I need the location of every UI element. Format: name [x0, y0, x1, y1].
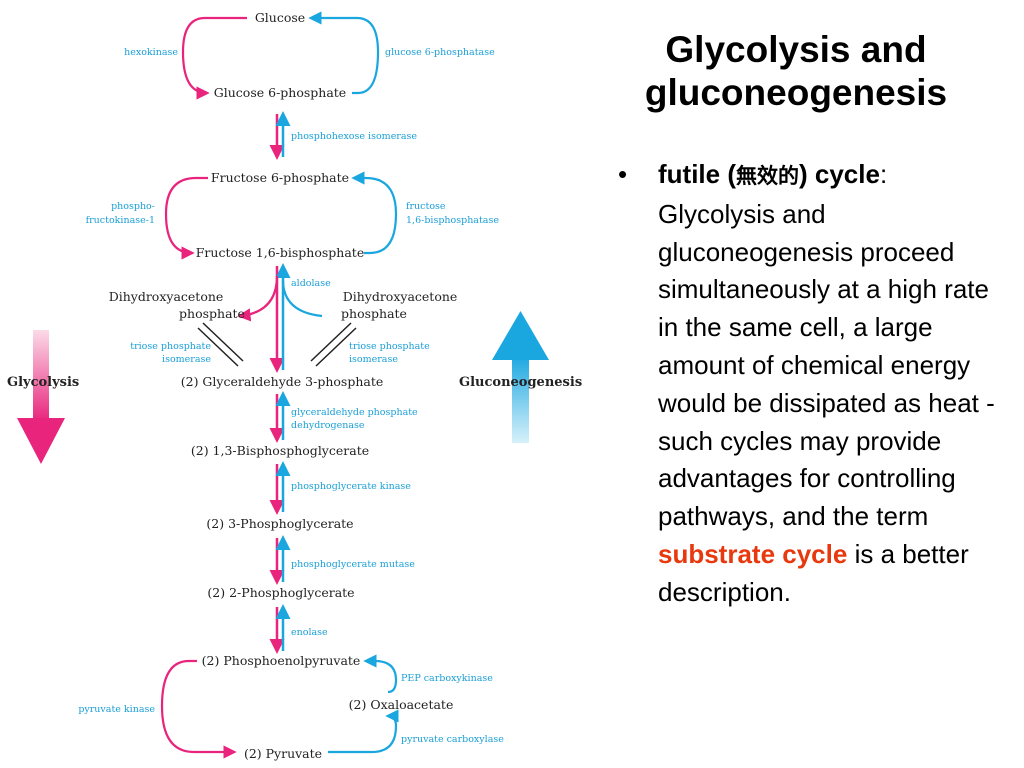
enzyme-pyruvate-kinase: pyruvate kinase	[78, 704, 155, 715]
enzyme-hexokinase: hexokinase	[124, 47, 178, 58]
bullet-body-text: Glycolysis and gluconeogenesis proceed s…	[658, 198, 995, 532]
fbpase-arrow	[351, 171, 398, 255]
enzyme-phosphohexose-isomerase: phosphohexose isomerase	[291, 131, 417, 142]
enzyme-fructose-bisphosphatase-line2: 1,6-bisphosphatase	[406, 215, 499, 226]
metabolite-phosphoenolpyruvate: (2) Phosphoenolpyruvate	[202, 653, 361, 668]
enzyme-triose-phosphate-isomerase-left-line2: isomerase	[162, 354, 211, 365]
enzyme-pyruvate-carboxylase: pyruvate carboxylase	[401, 734, 504, 745]
hexokinase-arrow	[181, 16, 247, 100]
enzyme-enolase: enolase	[291, 627, 328, 638]
enzyme-phosphoglycerate-mutase: phosphoglycerate mutase	[291, 559, 415, 570]
enzyme-phosphoglycerate-kinase: phosphoglycerate kinase	[291, 481, 411, 492]
bullet-dot: •	[618, 159, 628, 189]
glycolysis-label: Glycolysis	[7, 375, 79, 390]
term-futile-pre: futile (	[658, 159, 736, 189]
enzyme-pep-carboxykinase: PEP carboxykinase	[401, 673, 493, 684]
metabolite-oxaloacetate: (2) Oxaloacetate	[349, 697, 454, 712]
metabolite-dhap-right: Dihydroxyacetone	[343, 289, 458, 304]
pep-carboxykinase-arrow	[363, 654, 398, 694]
metabolite-fructose-1-6-bisphosphate: Fructose 1,6-bisphosphate	[196, 245, 364, 260]
metabolite-fructose-6-phosphate: Fructose 6-phosphate	[211, 170, 349, 185]
metabolite-3-phosphoglycerate: (2) 3-Phosphoglycerate	[206, 516, 353, 531]
glycolysis-direction-arrow	[17, 330, 65, 464]
gluconeogenesis-label: Gluconeogenesis	[459, 375, 582, 390]
metabolite-pyruvate: (2) Pyruvate	[244, 746, 322, 761]
pfk-arrow	[164, 176, 208, 260]
metabolite-glucose: Glucose	[255, 10, 305, 25]
enzyme-glucose-6-phosphatase: glucose 6-phosphatase	[385, 47, 495, 58]
term-futile-cjk: 無效的	[736, 165, 799, 188]
metabolite-glyceraldehyde-3-phosphate: (2) Glyceraldehyde 3-phosphate	[181, 374, 384, 389]
gluconeogenesis-direction-arrow	[492, 311, 549, 443]
bullet-paragraph: futile (無效的) cycle: Glycolysis and gluco…	[658, 156, 998, 612]
metabolite-dhap-left: Dihydroxyacetone	[109, 289, 224, 304]
slide-title: Glycolysis and gluconeogenesis	[644, 29, 948, 113]
enzyme-phosphofructokinase-1: phospho-	[111, 201, 155, 212]
metabolite-2-phosphoglycerate: (2) 2-Phosphoglycerate	[207, 585, 354, 600]
metabolite-1-3-bisphosphoglycerate: (2) 1,3-Bisphosphoglycerate	[191, 443, 369, 458]
enzyme-fructose-bisphosphatase: fructose	[406, 201, 446, 212]
enzyme-triose-phosphate-isomerase-right: triose phosphate	[349, 341, 430, 352]
term-colon: :	[879, 159, 888, 189]
term-futile-post: ) cycle	[799, 159, 880, 189]
bullet-body-end: is a better description.	[658, 538, 969, 607]
substrate-cycle-highlight: substrate cycle	[658, 538, 848, 569]
pathway-diagram: Glycolysis Gluconeogenesis Glucose Gluco…	[7, 10, 582, 761]
enzyme-phosphofructokinase-1-line2: fructokinase-1	[86, 215, 155, 226]
metabolite-dhap-right-line2: phosphate	[341, 306, 407, 321]
enzyme-gapdh: glyceraldehyde phosphate	[291, 407, 418, 418]
enzyme-triose-phosphate-isomerase-left: triose phosphate	[130, 341, 211, 352]
metabolite-glucose-6-phosphate: Glucose 6-phosphate	[214, 85, 346, 100]
enzyme-triose-phosphate-isomerase-right-line2: isomerase	[349, 354, 398, 365]
enzyme-gapdh-line2: dehydrogenase	[291, 420, 365, 431]
pyruvate-kinase-arrow	[160, 659, 237, 759]
enzyme-aldolase: aldolase	[291, 278, 331, 289]
pyruvate-carboxylase-arrow	[328, 709, 399, 754]
glucose-6-phosphatase-arrow	[308, 11, 380, 95]
metabolite-dhap-left-line2: phosphate	[179, 306, 245, 321]
